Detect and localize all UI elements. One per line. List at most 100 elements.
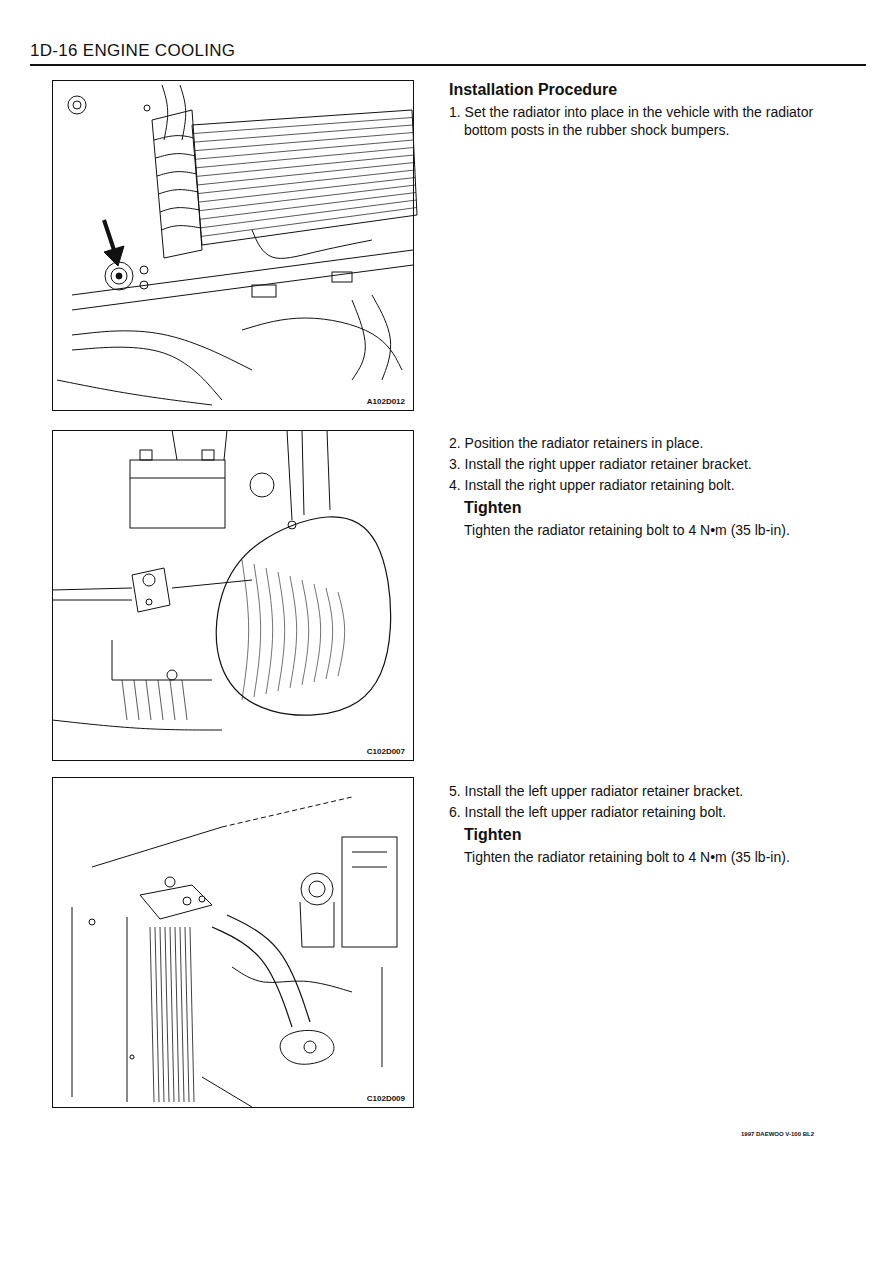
procedure-step: 3. Install the right upper radiator reta… <box>449 456 874 474</box>
drawing-circle <box>288 521 296 529</box>
drawing-line <box>156 154 196 158</box>
figure-illustration <box>72 797 397 1107</box>
drawing-line <box>170 680 175 720</box>
drawing-block <box>342 837 397 947</box>
drawing-circle <box>143 574 155 586</box>
drawing-line <box>326 588 333 679</box>
drawing-line <box>182 680 187 720</box>
drawing-line <box>52 600 132 601</box>
drawing-circle <box>116 273 122 279</box>
drawing-line <box>52 588 132 590</box>
drawing-line <box>172 430 177 460</box>
figure-frame: C102D007 <box>52 430 414 761</box>
drawing-line <box>196 148 414 168</box>
procedure-step: 2. Position the radiator retainers in pl… <box>449 435 874 453</box>
drawing-line <box>195 140 414 159</box>
drawing-line <box>216 517 390 715</box>
torque-spec: Tighten the radiator retaining bolt to 4… <box>464 849 874 867</box>
drawing-line <box>212 927 292 1027</box>
drawing-line <box>254 564 261 697</box>
drawing-line <box>202 1077 252 1107</box>
drawing-line <box>130 478 225 479</box>
drawing-line <box>290 576 297 688</box>
drawing-line <box>287 430 292 520</box>
figure-illustration <box>57 85 417 405</box>
drawing-line <box>112 640 212 680</box>
figure-frame: C102D009 <box>52 777 414 1108</box>
drawing-line <box>57 380 212 405</box>
header-rule <box>30 64 866 66</box>
drawing-line <box>302 580 309 685</box>
drawing-line <box>160 208 200 212</box>
drawing-line <box>134 680 139 720</box>
drawing-line <box>227 915 310 1022</box>
drawing-line <box>170 927 174 1102</box>
drawing-circle <box>111 268 127 284</box>
drawing-circle <box>183 897 191 905</box>
drawing-line <box>201 208 416 237</box>
drawing-line <box>266 568 273 694</box>
drawing-line <box>122 680 127 720</box>
drawing-line <box>352 852 387 853</box>
drawing-circle <box>105 262 133 290</box>
procedure-step: 4. Install the right upper radiator reta… <box>449 477 874 495</box>
drawing-line <box>72 265 413 310</box>
drawing-circle <box>167 670 177 680</box>
drawing-line <box>224 430 227 460</box>
drawing-line <box>222 797 352 827</box>
page-header: 1D-16 ENGINE COOLING <box>30 40 235 61</box>
drawing-line <box>172 580 252 588</box>
drawing-line <box>352 300 365 380</box>
drawing-line <box>159 190 199 194</box>
drawing-line <box>242 318 402 370</box>
figure-code: A102D012 <box>365 397 407 406</box>
figure-frame: A102D012 <box>52 80 414 411</box>
drawing-block <box>332 272 352 282</box>
section-heading: Installation Procedure <box>449 80 617 100</box>
drawing-line <box>132 568 170 612</box>
drawing-circle <box>144 105 150 111</box>
drawing-circle <box>89 919 95 925</box>
drawing-circle <box>301 873 333 905</box>
drawing-line <box>180 927 184 1102</box>
drawing-line <box>162 85 168 140</box>
drawing-line <box>192 110 417 245</box>
drawing-line <box>146 680 151 720</box>
drawing-line <box>252 230 372 258</box>
drawing-line <box>382 967 383 1067</box>
drawing-line <box>152 110 202 258</box>
drawing-line <box>72 907 73 1097</box>
drawing-line <box>155 927 159 1102</box>
drawing-line <box>193 118 413 134</box>
procedure-step: 5. Install the left upper radiator retai… <box>449 783 874 801</box>
drawing-circle <box>146 599 152 605</box>
drawing-line <box>300 902 334 947</box>
drawing-line <box>193 125 412 142</box>
drawing-line <box>338 592 345 676</box>
torque-spec: Tighten the radiator retaining bolt to 4… <box>464 522 874 540</box>
drawing-circle <box>309 881 325 897</box>
drawing-line <box>280 1030 334 1064</box>
drawing-circle <box>68 96 86 114</box>
drawing-line <box>154 136 194 140</box>
drawing-line <box>175 927 179 1102</box>
drawing-line <box>199 185 415 211</box>
drawing-line <box>72 250 413 295</box>
drawing-line <box>372 295 391 380</box>
drawing-line <box>198 178 415 203</box>
drawing-line <box>52 720 222 730</box>
drawing-line <box>201 200 417 228</box>
figure-code: C102D009 <box>365 1094 407 1103</box>
drawing-circle <box>140 266 148 274</box>
drawing-line <box>92 827 222 867</box>
drawing-line <box>162 226 202 230</box>
drawing-circle <box>304 1041 316 1053</box>
tighten-heading: Tighten <box>464 825 521 845</box>
footer-note: 1997 DAEWOO V-100 BL2 <box>741 1131 814 1139</box>
figure-code: C102D007 <box>365 747 407 756</box>
drawing-line <box>352 867 387 868</box>
figure-illustration <box>52 430 391 730</box>
drawing-circle <box>165 877 175 887</box>
drawing-circle <box>199 896 205 902</box>
